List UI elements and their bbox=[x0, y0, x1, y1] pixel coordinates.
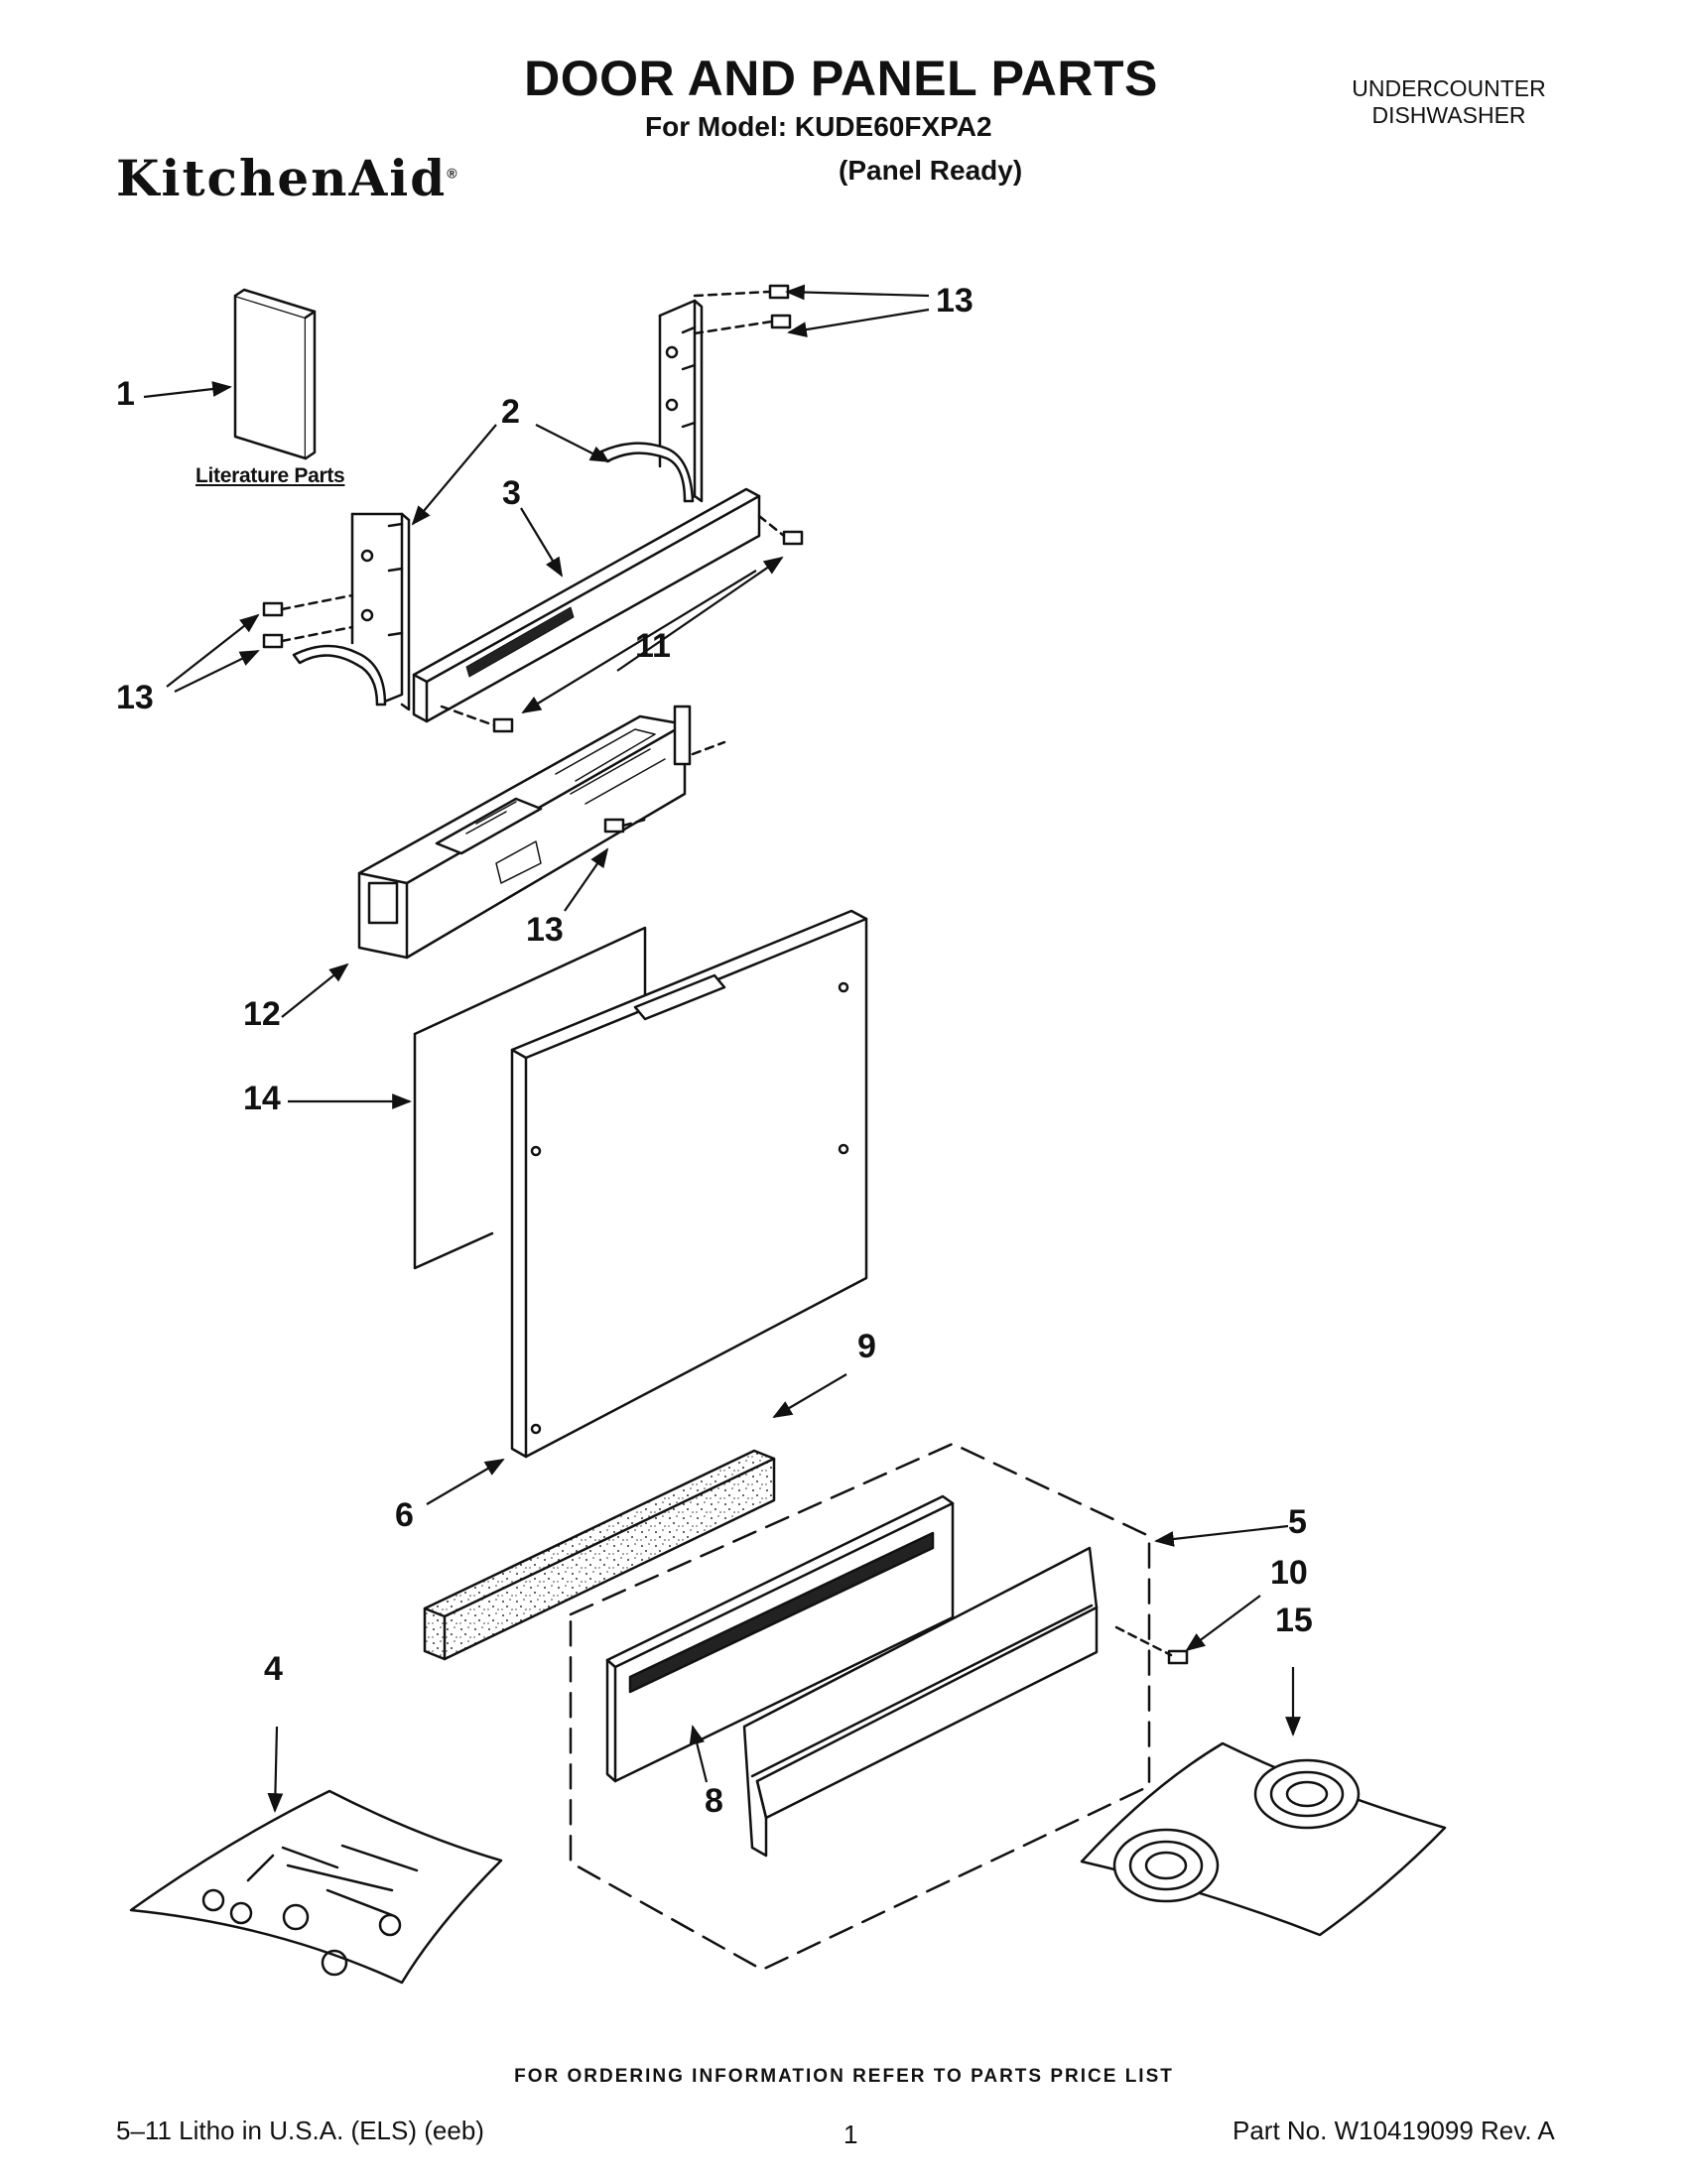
console-assembly bbox=[357, 705, 726, 960]
screw-13-left-a bbox=[262, 601, 284, 617]
callout-11: 11 bbox=[635, 627, 671, 665]
inner-door-panel bbox=[510, 909, 868, 1459]
callout-1: 1 bbox=[116, 375, 135, 413]
insulation-sheet bbox=[413, 926, 647, 1270]
appliance-category: UNDERCOUNTER DISHWASHER bbox=[1330, 75, 1568, 129]
category-line-1: UNDERCOUNTER bbox=[1352, 75, 1546, 101]
leader-arrows bbox=[143, 284, 1301, 1813]
ordering-note: FOR ORDERING INFORMATION REFER TO PARTS … bbox=[514, 2066, 1174, 2087]
hardware-bag bbox=[129, 1789, 503, 1985]
callout-13-top: 13 bbox=[936, 282, 974, 320]
literature-parts-label: Literature Parts bbox=[195, 464, 345, 487]
callout-12: 12 bbox=[243, 995, 281, 1033]
hinge-bracket-right bbox=[599, 299, 704, 503]
foam-insulation-block bbox=[423, 1449, 776, 1661]
callout-4: 4 bbox=[264, 1650, 283, 1688]
screws bbox=[262, 284, 1189, 1665]
screw-11-right bbox=[782, 530, 804, 546]
callout-3: 3 bbox=[502, 474, 521, 512]
literature-booklet bbox=[233, 288, 317, 460]
page-number: 1 bbox=[844, 2120, 858, 2149]
callout-8: 8 bbox=[705, 1782, 723, 1820]
brand-logo: KitchenAid® bbox=[116, 149, 459, 207]
pads-kit-bag bbox=[1080, 1741, 1447, 1937]
callout-5: 5 bbox=[1288, 1503, 1307, 1541]
callout-10: 10 bbox=[1270, 1554, 1308, 1592]
screw-13-left-b bbox=[262, 633, 284, 649]
hinge-bracket-left bbox=[292, 512, 411, 711]
part-number: Part No. W10419099 Rev. A bbox=[1233, 2116, 1555, 2145]
model-number: For Model: KUDE60FXPA2 bbox=[645, 111, 992, 142]
screw-10 bbox=[1167, 1649, 1189, 1665]
litho-info: 5–11 Litho in U.S.A. (ELS) (eeb) bbox=[116, 2116, 484, 2145]
screw-13-console bbox=[603, 818, 625, 834]
screw-13-top-a bbox=[768, 284, 790, 300]
top-trim-strip bbox=[412, 487, 761, 723]
callout-13-left: 13 bbox=[116, 679, 154, 716]
screw-11-left bbox=[492, 717, 514, 733]
callout-2: 2 bbox=[501, 393, 520, 431]
registered-mark: ® bbox=[447, 165, 459, 182]
toe-kick-panel bbox=[742, 1546, 1099, 1858]
callout-13-console: 13 bbox=[526, 911, 564, 949]
page-title: DOOR AND PANEL PARTS bbox=[524, 51, 1158, 106]
category-line-2: DISHWASHER bbox=[1371, 102, 1526, 128]
screw-13-top-b bbox=[770, 314, 792, 329]
callout-9: 9 bbox=[857, 1328, 876, 1365]
brand-name: KitchenAid bbox=[116, 149, 448, 207]
callout-14: 14 bbox=[243, 1080, 281, 1117]
model-variant: (Panel Ready) bbox=[839, 155, 1023, 186]
callout-15: 15 bbox=[1275, 1602, 1313, 1639]
callout-6: 6 bbox=[395, 1496, 414, 1534]
